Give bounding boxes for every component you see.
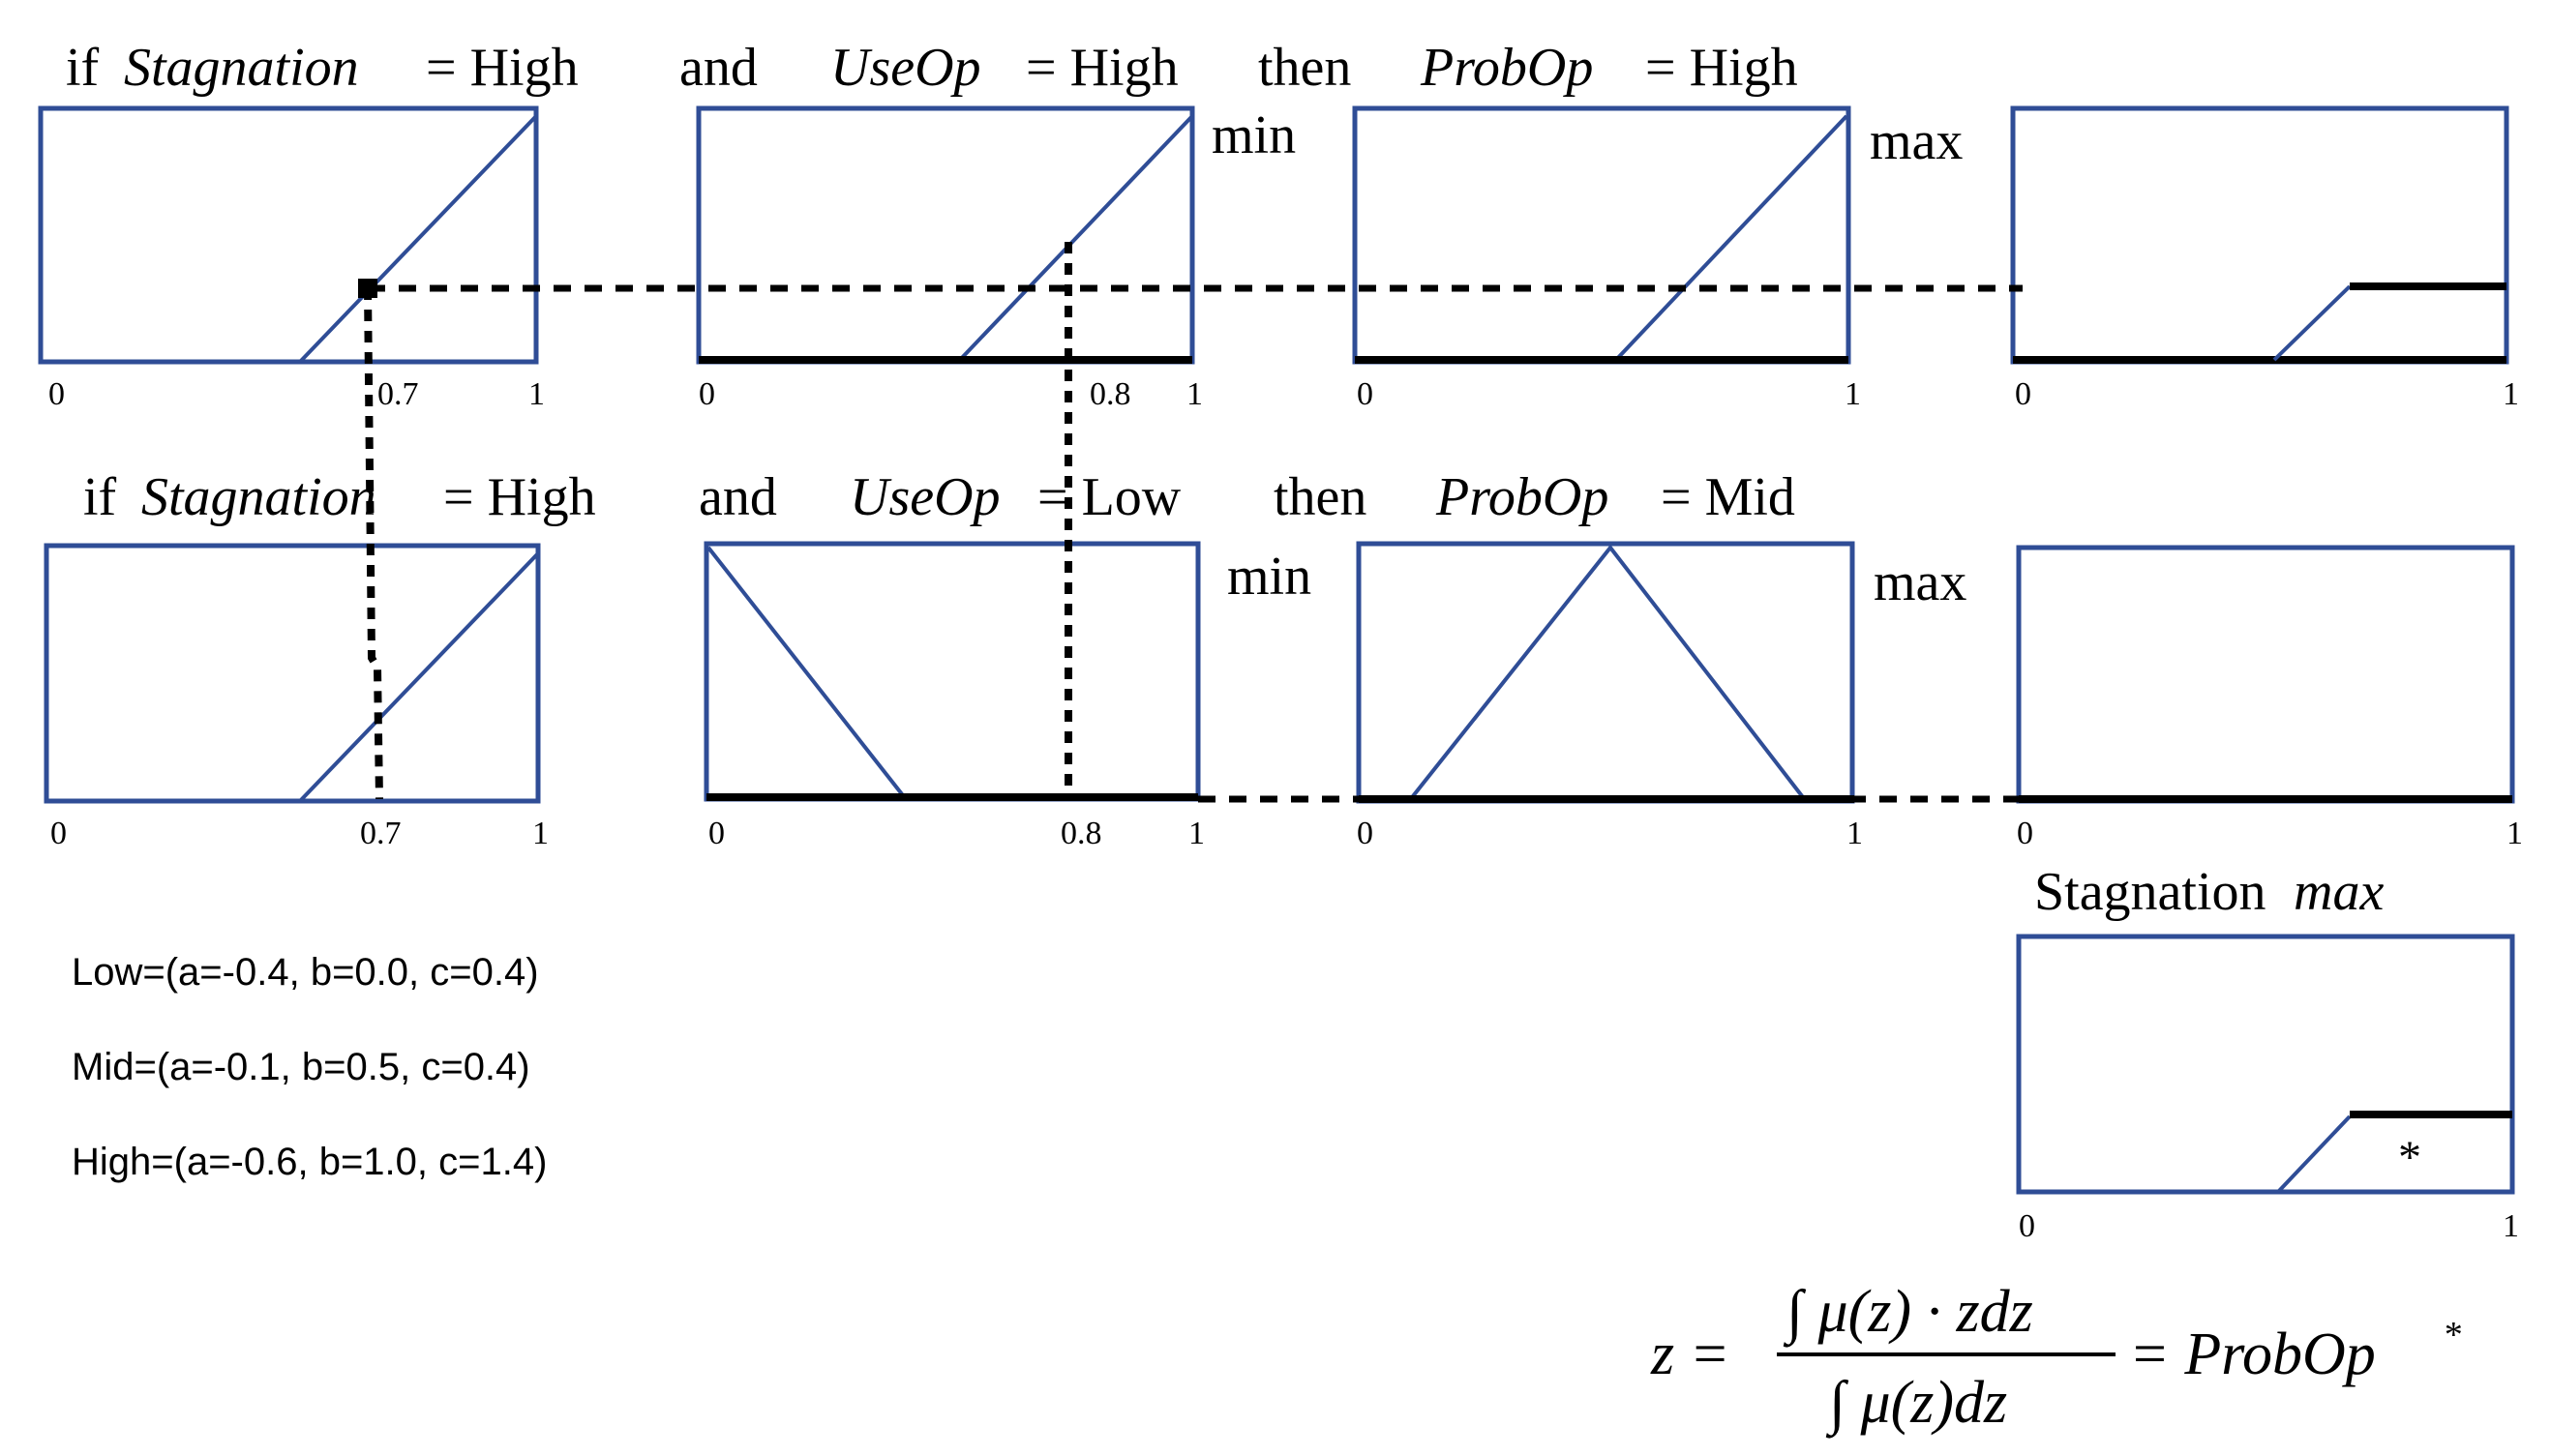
aggregate-output: Stagnation max * 0 1 (2016, 862, 2519, 1244)
rule-1-consequent-term: = High (1645, 38, 1798, 98)
rule-2-consequent-var: ProbOp (1435, 467, 1608, 527)
rule-1-max-label: max (1870, 111, 1963, 171)
rule-1-antecedent2-var: UseOp (830, 38, 981, 98)
tick-1: 1 (2503, 1208, 2519, 1244)
high-membership-line (956, 114, 1194, 364)
rule-2-max-label: max (1874, 552, 1966, 612)
tick-1: 1 (1188, 816, 1205, 851)
plot-frame (44, 543, 541, 804)
rule-2-useop-plot: 0 0.8 1 (704, 541, 1205, 851)
mid-definition: Mid=(a=-0.1, b=0.5, c=0.4) (72, 1046, 530, 1088)
stagnation-intersection-marker (358, 279, 377, 298)
clipped-ramp (2272, 284, 2352, 362)
tick-1: 1 (1845, 376, 1861, 412)
rule-2-heading: if Stagnation = High and UseOp = Low the… (83, 467, 1966, 612)
centroid-mark: * (2398, 1132, 2421, 1183)
tick-1: 1 (528, 376, 545, 412)
high-membership-line (1612, 114, 1848, 364)
rule-1-stagnation-plot: 0 0.7 1 (38, 105, 545, 412)
tick-0: 0 (50, 816, 67, 851)
formula-denominator: ∫ μ(z)dz (1825, 1370, 2007, 1439)
tick-0: 0 (2015, 376, 2031, 412)
tick-0: 0 (1357, 816, 1373, 851)
rule-2-antecedent1-var: Stagnation (141, 467, 376, 527)
rule-1-min-label: min (1212, 105, 1296, 165)
tick-0-8: 0.8 (1090, 376, 1131, 412)
tick-0-7: 0.7 (360, 816, 402, 851)
tick-1: 1 (2506, 816, 2523, 851)
rule-1-consequent-var: ProbOp (1420, 38, 1593, 98)
tick-0: 0 (708, 816, 725, 851)
tick-0-7: 0.7 (377, 376, 419, 412)
guide-lines (358, 242, 2023, 803)
rule-2-if: if (83, 467, 117, 527)
low-definition: Low=(a=-0.4, b=0.0, c=0.4) (72, 951, 539, 994)
mid-membership-triangle (1407, 544, 1808, 803)
rule-2-antecedent2-term: = Low (1037, 467, 1182, 527)
aggregate-title-plain: Stagnation (2034, 862, 2266, 922)
plot-frame (2010, 105, 2509, 365)
aggregate-ramp (2276, 1114, 2352, 1194)
rule-1-useop-plot: 0 0.8 1 (696, 105, 1203, 412)
membership-definitions: Low=(a=-0.4, b=0.0, c=0.4) Mid=(a=-0.1, … (72, 951, 547, 1183)
plot-frame (38, 105, 539, 365)
tick-0: 0 (699, 376, 715, 412)
tick-0-8: 0.8 (1061, 816, 1102, 851)
rule-1-and: and (679, 38, 758, 98)
formula-rhs-superscript: * (2443, 1315, 2461, 1355)
tick-1: 1 (1186, 376, 1203, 412)
tick-0: 0 (1357, 376, 1373, 412)
rule-2-then: then (1274, 467, 1366, 527)
rule-2-output-plot: 0 1 (2016, 545, 2523, 851)
formula-lhs: z = (1650, 1322, 1729, 1387)
tick-0: 0 (2019, 1208, 2035, 1244)
high-membership-line (298, 114, 538, 364)
aggregate-plot-frame (2016, 934, 2515, 1195)
centroid-formula: z = ∫ μ(z) · zdz ∫ μ(z)dz = ProbOp * (1650, 1279, 2461, 1439)
tick-1: 1 (1846, 816, 1863, 851)
rule-2-antecedent2-var: UseOp (850, 467, 1001, 527)
tick-0: 0 (48, 376, 65, 412)
rule-1-heading: if Stagnation = High and UseOp = High th… (66, 38, 1963, 171)
tick-0: 0 (2017, 816, 2033, 851)
tick-1: 1 (532, 816, 549, 851)
plot-frame (704, 541, 1201, 802)
rule-1-probop-plot: 0 1 (1352, 105, 1861, 412)
plot-frame (696, 105, 1195, 365)
rule-2-min-label: min (1227, 547, 1311, 607)
rule-2-and: and (699, 467, 777, 527)
high-membership-line (298, 551, 540, 803)
rule-2-consequent-term: = Mid (1661, 467, 1795, 527)
rule-2-antecedent1-term: = High (443, 467, 596, 527)
rule-2-stagnation-plot: 0 0.7 1 (44, 543, 549, 851)
formula-numerator: ∫ μ(z) · zdz (1783, 1279, 2033, 1348)
rule-1-antecedent1-term: = High (426, 38, 579, 98)
tick-1: 1 (2503, 376, 2519, 412)
rule-2-probop-plot: 0 1 (1356, 541, 1863, 851)
plot-frame (1352, 105, 1851, 365)
aggregate-title-italic: max (2294, 862, 2384, 922)
rule-1-if: if (66, 38, 100, 98)
rule-1-output-plot: 0 1 (2010, 105, 2519, 412)
rule-1-then: then (1258, 38, 1351, 98)
formula-rhs: = ProbOp (2129, 1322, 2376, 1387)
rule-1-antecedent2-term: = High (1026, 38, 1179, 98)
plot-frame (2016, 545, 2515, 804)
rule-1-antecedent1-var: Stagnation (124, 38, 359, 98)
high-definition: High=(a=-0.6, b=1.0, c=1.4) (72, 1141, 547, 1183)
low-membership-line (706, 546, 908, 801)
